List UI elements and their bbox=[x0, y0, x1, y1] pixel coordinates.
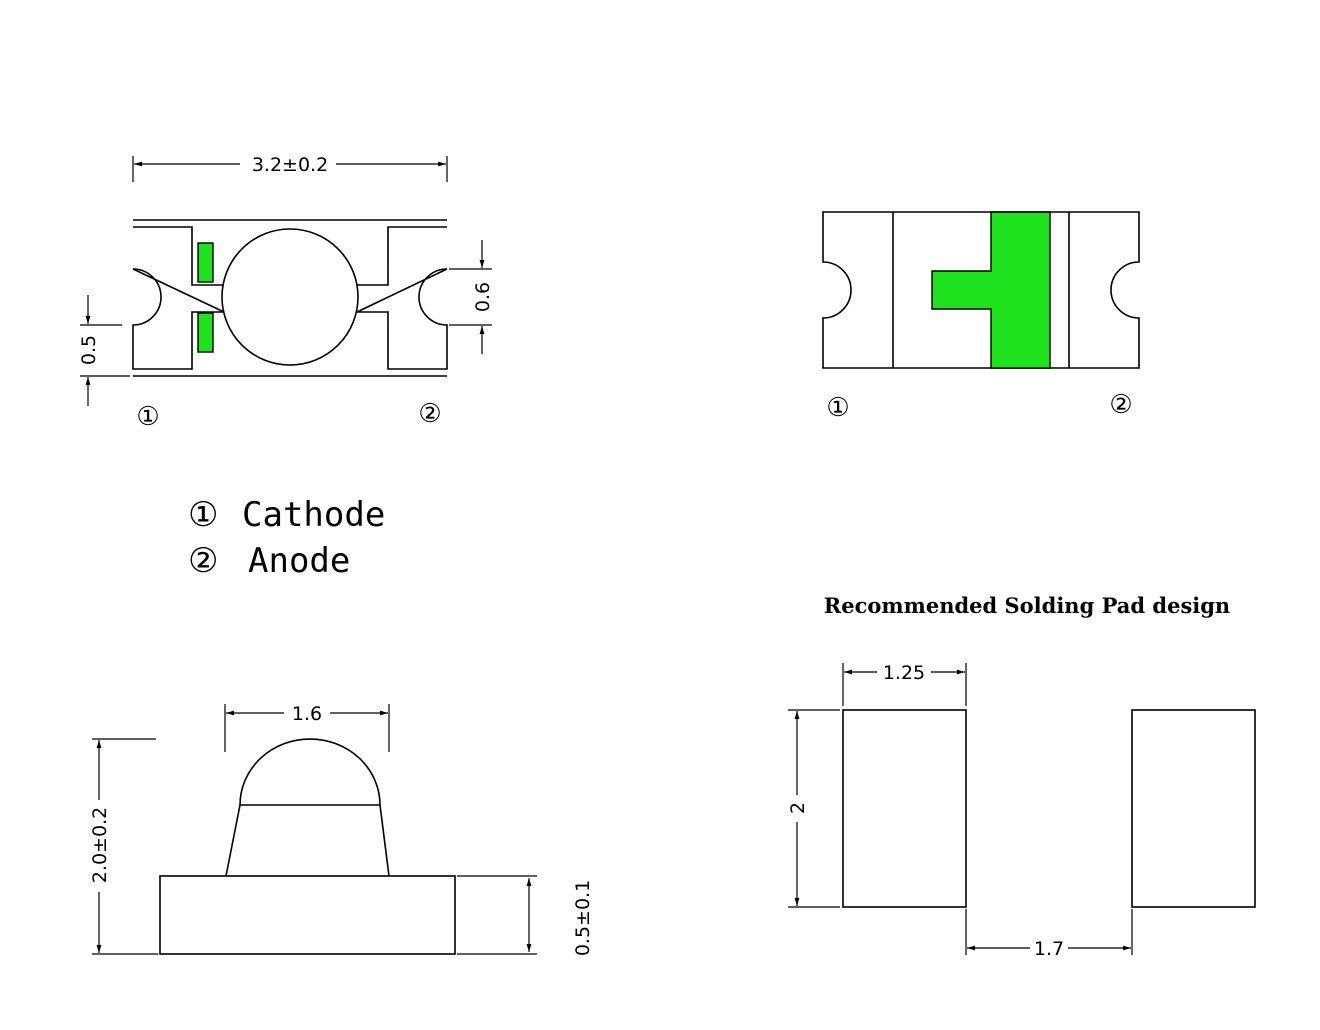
dim-pad-height-label: 2 bbox=[787, 802, 809, 814]
dim-base-label: 0.5±0.1 bbox=[572, 880, 594, 956]
pin2-label: ② bbox=[418, 399, 441, 429]
dim-gap-label: 1.7 bbox=[1034, 938, 1064, 960]
polarity-t-mark bbox=[931, 211, 1051, 369]
bottom-body-outline bbox=[822, 211, 1140, 369]
pin-legend: ① Cathode ② Anode bbox=[188, 495, 385, 581]
pad-design-title: Recommended Solding Pad design bbox=[824, 593, 1230, 618]
package-base bbox=[159, 875, 456, 955]
pad-design: Recommended Solding Pad design 1.25 2 1.… bbox=[787, 593, 1256, 960]
dim-length-label: 3.2±0.2 bbox=[252, 154, 328, 176]
polarity-mark-upper bbox=[197, 242, 214, 283]
lens-dome bbox=[239, 738, 381, 806]
side-view: 1.6 2.0±0.2 0.5±0.1 bbox=[89, 703, 594, 956]
bottom-view: ① ② bbox=[822, 211, 1140, 423]
dim-pad-width-label: 1.25 bbox=[883, 662, 925, 684]
dim-height-label: 2.0±0.2 bbox=[89, 807, 111, 883]
bottom-pin2-label: ② bbox=[1109, 390, 1132, 420]
lens-circle bbox=[221, 228, 359, 366]
solder-pad-right bbox=[1131, 709, 1256, 908]
lens-side-left bbox=[225, 804, 241, 877]
solder-pad-left bbox=[842, 709, 967, 908]
legend-mark-2: ② bbox=[188, 541, 218, 581]
right-pad bbox=[356, 226, 448, 370]
top-view: 3.2±0.2 0.5 0.6 ① ② bbox=[78, 154, 494, 432]
legend-label-anode: Anode bbox=[248, 541, 350, 581]
dim-pad-height-label: 0.5 bbox=[78, 335, 100, 365]
left-pad bbox=[132, 226, 225, 370]
legend-label-cathode: Cathode bbox=[242, 495, 385, 535]
pin1-label: ① bbox=[136, 402, 159, 432]
bottom-pin1-label: ① bbox=[826, 393, 849, 423]
lens-side-right bbox=[379, 804, 390, 877]
polarity-mark-lower bbox=[197, 312, 214, 353]
dim-lens-width-label: 1.6 bbox=[292, 703, 322, 725]
legend-mark-1: ① bbox=[188, 495, 218, 535]
dim-notch-label: 0.6 bbox=[472, 282, 494, 312]
